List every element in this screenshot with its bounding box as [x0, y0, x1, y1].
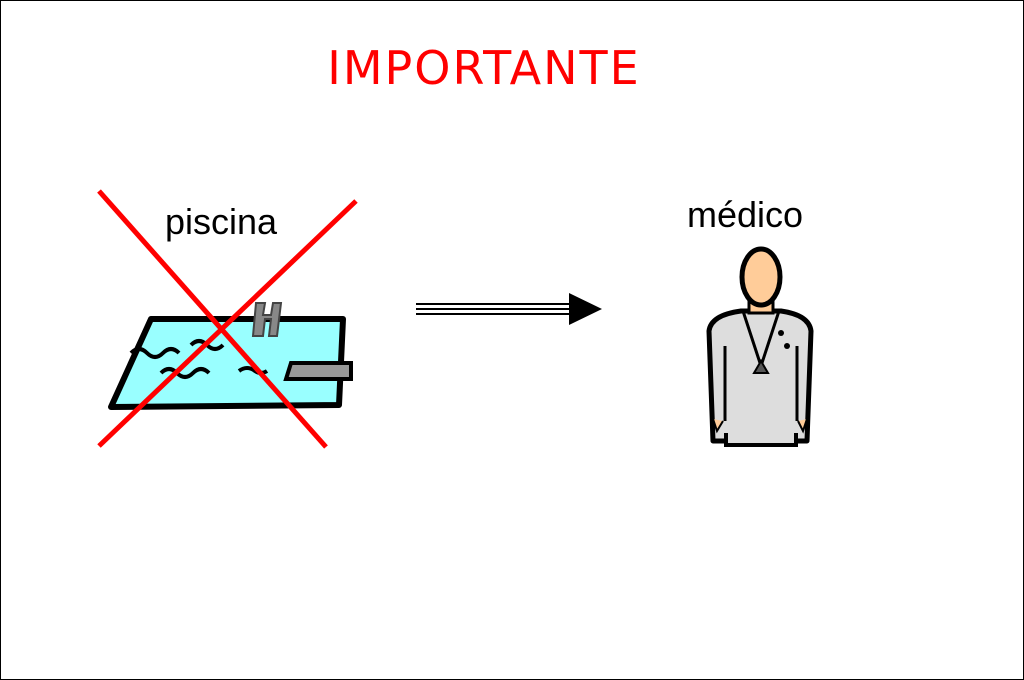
pool-label: piscina [165, 201, 278, 242]
cross-out-icon [97, 189, 358, 449]
double-line-arrow-right-icon [416, 293, 602, 325]
doctor-icon [706, 246, 814, 447]
swimming-pool-icon [108, 302, 353, 410]
title: IMPORTANTE [327, 41, 641, 95]
doctor-label: médico [687, 194, 804, 235]
